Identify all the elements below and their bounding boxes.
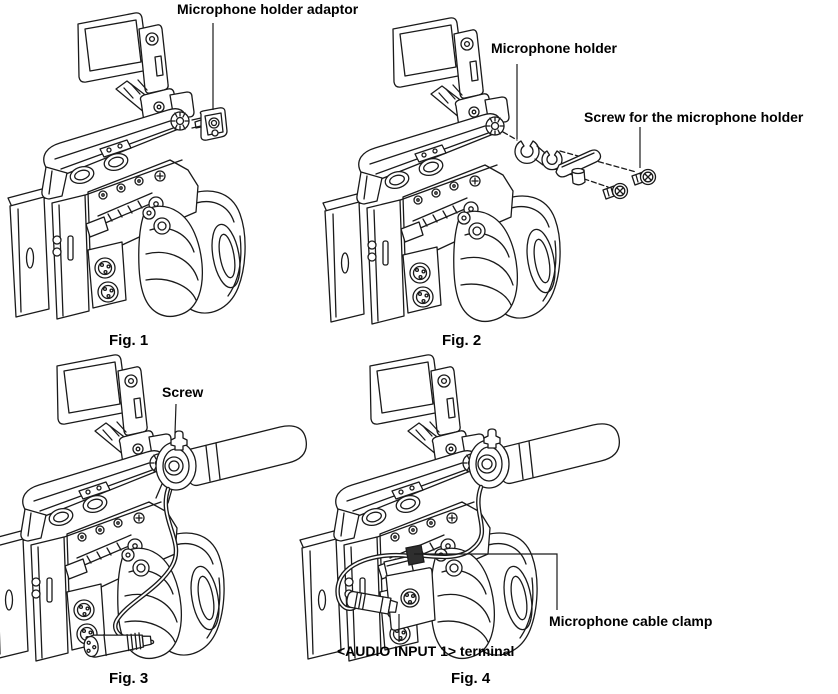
label-screw-for-holder: Screw for the microphone holder xyxy=(584,109,804,125)
label-screw: Screw xyxy=(162,384,204,400)
label-microphone-holder: Microphone holder xyxy=(491,40,617,56)
cable-clamp-drawing xyxy=(405,544,425,566)
label-microphone-holder-adaptor: Microphone holder adaptor xyxy=(177,1,359,17)
microphone-cable-fig3 xyxy=(113,486,179,645)
caption-fig2: Fig. 2 xyxy=(442,332,482,349)
label-microphone-cable-clamp: Microphone cable clamp xyxy=(549,613,713,629)
cable-plug-fig4 xyxy=(346,590,398,615)
leader-line-cable-clamp xyxy=(414,553,558,610)
mic-holder-adaptor-drawing xyxy=(191,107,228,141)
mic-holder-drawing xyxy=(502,131,637,188)
xlr-plug-fig3 xyxy=(83,632,152,658)
microphone-cable-fig4 xyxy=(335,484,485,611)
caption-fig1: Fig. 1 xyxy=(109,332,149,349)
camera-illustration-fig3 xyxy=(0,354,225,662)
audio-input-terminal-drawing xyxy=(383,555,436,631)
camera-illustration-fig1 xyxy=(7,12,246,320)
mic-holder-screws-drawing xyxy=(602,168,657,200)
caption-fig3: Fig. 3 xyxy=(109,670,149,687)
camera-illustration-fig2 xyxy=(322,17,561,325)
microphone-drawing-fig3 xyxy=(155,425,308,504)
leader-line-screw xyxy=(174,403,177,434)
caption-fig4: Fig. 4 xyxy=(451,670,491,687)
label-audio-input-terminal: <AUDIO INPUT 1> terminal xyxy=(337,643,515,659)
microphone-drawing-fig4 xyxy=(468,423,621,489)
